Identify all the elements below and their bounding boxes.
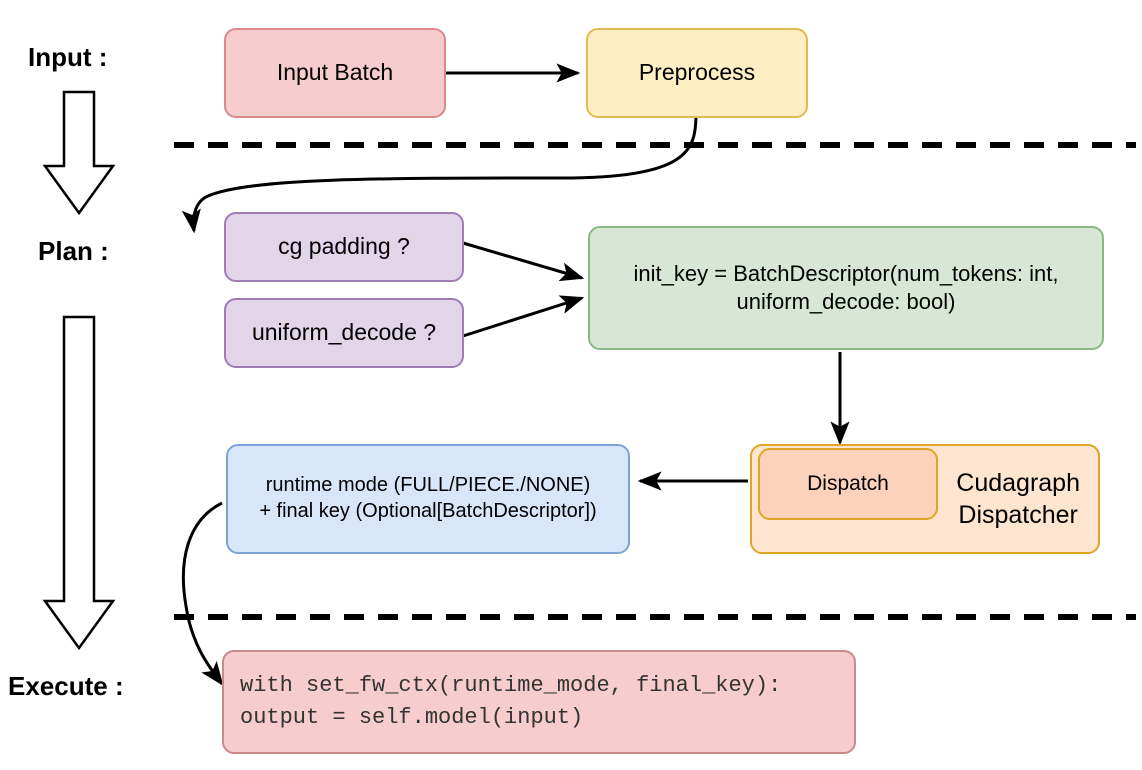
- input-to-plan-flow-arrow: [42, 90, 116, 216]
- plan-to-execute-flow-arrow: [42, 315, 116, 651]
- edge-preprocess-to-cg-padding: [181, 112, 698, 234]
- edge-runtime-mode-to-code: [181, 501, 224, 686]
- node-dispatch[interactable]: Dispatch: [758, 448, 938, 520]
- node-cg-padding[interactable]: cg padding ?: [224, 212, 464, 282]
- node-uniform-decode[interactable]: uniform_decode ?: [224, 298, 464, 368]
- node-execute-code[interactable]: with set_fw_ctx(runtime_mode, final_key)…: [222, 650, 856, 754]
- stage-label-plan: Plan :: [38, 236, 109, 266]
- edge-cg-padding-to-init-key: [462, 241, 585, 282]
- edge-uniform-decode-to-init-key: [462, 295, 585, 338]
- stage-label-execute: Execute :: [8, 671, 124, 701]
- stage-label-input: Input :: [28, 42, 108, 72]
- node-input-batch[interactable]: Input Batch: [224, 28, 446, 118]
- node-preprocess[interactable]: Preprocess: [586, 28, 808, 118]
- node-runtime-mode[interactable]: runtime mode (FULL/PIECE./NONE) + final …: [226, 444, 630, 554]
- node-init-key[interactable]: init_key = BatchDescriptor(num_tokens: i…: [588, 226, 1104, 350]
